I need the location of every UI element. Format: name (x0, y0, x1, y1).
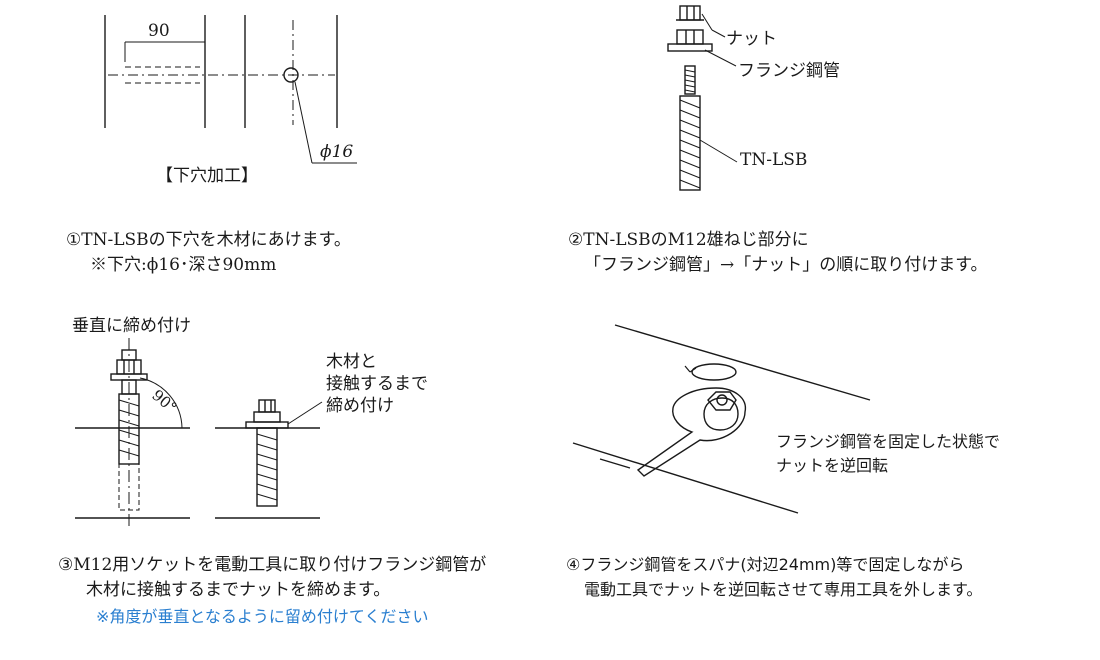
step-4-line-2: 電動工具でナットを逆回転させて専用工具を外します。 (584, 580, 983, 599)
step-3-line-1: ③M12用ソケットを電動工具に取り付けフランジ鋼管が (58, 555, 487, 575)
remove-drawing (572, 324, 871, 514)
contact-label-1: 木材と (326, 352, 377, 372)
pre-drill-drawing (104, 15, 357, 164)
contact-label-2: 接触するまで (326, 374, 428, 394)
parts-drawing (667, 5, 738, 191)
tighten-drawing (75, 338, 323, 530)
dimension-diameter-label: ϕ16 (320, 142, 354, 162)
step-1-line-1: ①TN-LSBの下穴を木材にあけます。 (66, 230, 351, 250)
nut-label: ナット (726, 29, 777, 49)
flange-label: フランジ鋼管 (738, 61, 840, 81)
step-3-line-2: 木材に接触するまでナットを締めます。 (86, 580, 391, 600)
step-2-line-1: ②TN-LSBのM12雄ねじ部分に (568, 230, 809, 250)
reverse-nut-label: ナットを逆回転 (776, 456, 889, 475)
step-1-line-2: ※下穴:ϕ16･深さ90mm (90, 255, 277, 275)
vertical-tighten-label: 垂直に締め付け (72, 316, 191, 336)
dimension-depth-label: 90 (148, 21, 170, 41)
bolt-label: TN-LSB (740, 150, 808, 170)
step-4-line-1: ④フランジ鋼管をスパナ(対辺24mm)等で固定しながら (566, 555, 965, 574)
step-3-note: ※角度が垂直となるように留め付けてください (96, 607, 429, 626)
pre-drill-title: 【下穴加工】 (156, 166, 258, 186)
hold-flange-label: フランジ鋼管を固定した状態で (776, 432, 1001, 451)
step-2-line-2: 「フランジ鋼管」→「ナット」の順に取り付けます。 (584, 255, 988, 275)
contact-label-3: 締め付け (326, 396, 394, 416)
